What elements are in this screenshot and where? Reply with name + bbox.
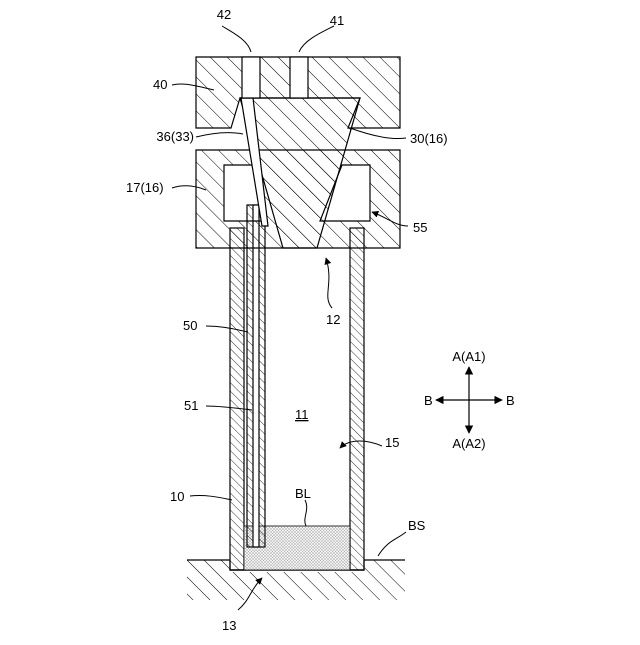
label-13: 13 [222,618,236,633]
label-bl: BL [295,486,311,501]
label-15: 15 [385,435,399,450]
label-30-16: 30(16) [410,131,448,146]
label-17-16: 17(16) [126,180,164,195]
direction-a2-label: A(A2) [452,436,485,451]
direction-indicator: A(A1) A(A2) B B [424,349,515,451]
tube-50 [247,205,265,547]
label-bs: BS [408,518,426,533]
label-41: 41 [330,13,344,28]
direction-b-right-label: B [506,393,515,408]
direction-a1-label: A(A1) [452,349,485,364]
label-36-33: 36(33) [156,129,194,144]
label-10: 10 [170,489,184,504]
label-50: 50 [183,318,197,333]
label-12: 12 [326,312,340,327]
label-40: 40 [153,77,167,92]
label-42: 42 [217,7,231,22]
label-55: 55 [413,220,427,235]
label-51: 51 [184,398,198,413]
direction-b-left-label: B [424,393,433,408]
label-11: 11 [295,407,309,422]
